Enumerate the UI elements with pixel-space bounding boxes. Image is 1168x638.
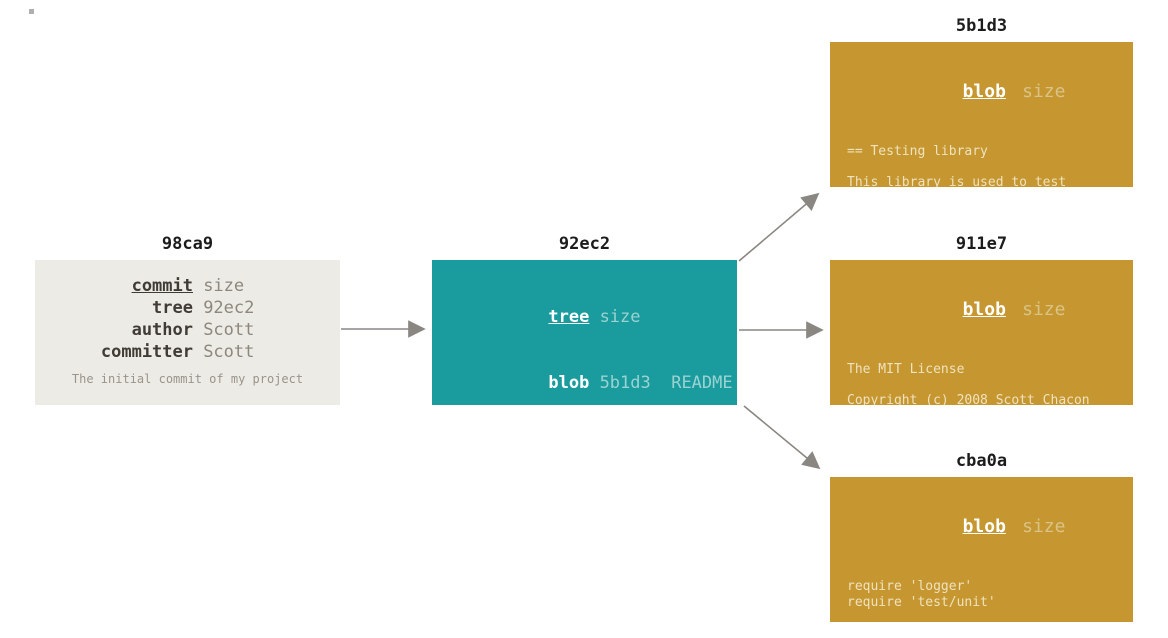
commit-row-key: committer xyxy=(100,342,193,362)
tree-row-value: 5b1d3 README xyxy=(599,373,733,393)
tree-row-value: size xyxy=(599,307,641,327)
blob-header: blob size xyxy=(830,491,1133,563)
tree-row-key: blob xyxy=(548,373,590,393)
commit-row-value: 92ec2 xyxy=(203,298,255,318)
blob-header-size: size xyxy=(1022,516,1066,537)
tree-row: blob 5b1d3 README xyxy=(487,350,737,405)
blob-object-box-testrb: blob size require 'logger' require 'test/… xyxy=(830,477,1133,622)
tree-row-key: tree xyxy=(548,307,590,327)
commit-row: author Scott xyxy=(35,319,340,341)
commit-row-value: Scott xyxy=(203,320,255,340)
blob-object-box-license: blob size The MIT License Copyright (c) 2… xyxy=(830,260,1133,405)
commit-message: The initial commit of my project xyxy=(71,372,304,386)
blob-header-size: size xyxy=(1022,299,1066,320)
commit-hash-label: 98ca9 xyxy=(161,234,214,254)
blob-header-size: size xyxy=(1022,81,1066,102)
arrow-tree-to-blob-readme xyxy=(738,192,820,262)
commit-row-value: Scott xyxy=(203,342,255,362)
tree-hash-label: 92ec2 xyxy=(558,234,611,254)
blob-content: == Testing library This library is used … xyxy=(847,144,1067,187)
blob-content: The MIT License Copyright (c) 2008 Scott… xyxy=(847,362,1090,405)
blob-header: blob size xyxy=(830,274,1133,346)
blob-header-key: blob xyxy=(962,299,1006,320)
tree-row: tree size xyxy=(487,284,737,350)
commit-row: committer Scott xyxy=(35,341,340,363)
blob-object-box-readme: blob size == Testing library This library… xyxy=(830,42,1133,187)
commit-row-value: size xyxy=(203,276,245,296)
commit-row-key: author xyxy=(131,320,193,340)
commit-row: tree 92ec2 xyxy=(35,297,340,319)
blob-content: require 'logger' require 'test/unit' cla… xyxy=(847,579,996,610)
commit-row: commit size xyxy=(35,275,340,297)
arrow-tree-to-blob-testrb xyxy=(743,405,821,470)
commit-row-key: tree xyxy=(152,298,193,318)
blob-license-hash-label: 911e7 xyxy=(955,234,1008,254)
blob-readme-hash-label: 5b1d3 xyxy=(955,16,1008,36)
blob-header-key: blob xyxy=(962,516,1006,537)
commit-row-key: commit xyxy=(131,276,193,296)
blob-header-key: blob xyxy=(962,81,1006,102)
blob-header: blob size xyxy=(830,56,1133,128)
blob-testrb-hash-label: cba0a xyxy=(955,451,1008,471)
stray-mark xyxy=(29,9,34,14)
